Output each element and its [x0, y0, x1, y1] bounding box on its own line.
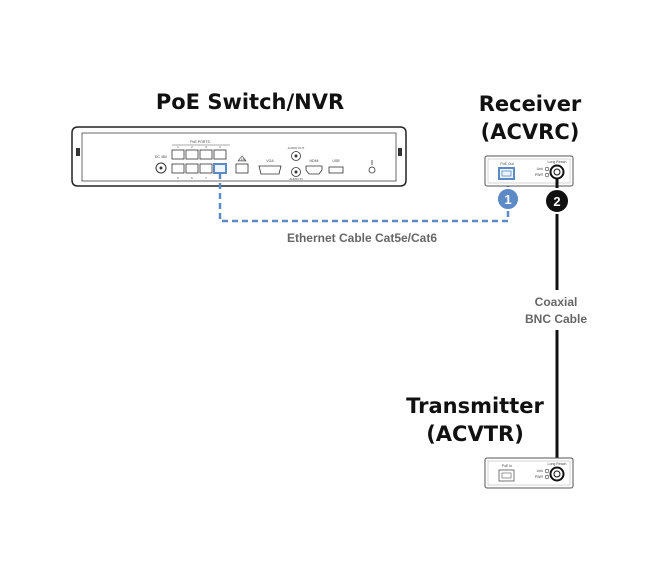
step-2-number: 2 — [553, 194, 560, 209]
step-1-badge: 1 — [496, 187, 520, 211]
port-number-6: 6 — [191, 176, 193, 180]
coaxial-cable-label-line1: Coaxial — [534, 295, 578, 309]
transmitter-pwr-led-icon — [544, 474, 550, 480]
step-1-number: 1 — [504, 192, 511, 207]
coaxial-cable-label-line2: BNC Cable — [524, 312, 587, 326]
receiver-long-reach-label: Long Reach — [548, 160, 567, 164]
receiver-port-label: PoE Out — [500, 162, 513, 166]
poe-port-3[interactable] — [199, 149, 213, 160]
port-number-1: 1 — [177, 145, 179, 149]
hdmi-label: HDMI — [310, 159, 319, 163]
power-label: DC 48V — [155, 155, 168, 159]
receiver-title-line2: (ACVRC) — [480, 120, 580, 144]
receiver-title-line1: Receiver — [478, 92, 582, 116]
vga-port[interactable] — [258, 165, 282, 175]
transmitter-bnc-port[interactable] — [549, 466, 565, 482]
receiver-poe-out-port[interactable] — [498, 167, 515, 180]
poe-ports-label: PoE PORTS — [190, 140, 210, 144]
port-number-4: 4 — [219, 145, 221, 149]
port-number-3: 3 — [205, 145, 207, 149]
transmitter-long-reach-label: Long Reach — [548, 462, 567, 466]
usb-port[interactable] — [328, 166, 344, 174]
poe-port-2[interactable] — [185, 149, 199, 160]
receiver-device: PoE Out Link PWR Long Reach — [484, 155, 574, 187]
poe-port-8-connected[interactable] — [213, 163, 227, 174]
receiver-pwr-label: PWR — [535, 173, 544, 177]
transmitter-pwr-label: PWR — [535, 475, 544, 479]
transmitter-poe-in-port[interactable] — [498, 469, 515, 482]
transmitter-port-label: PoE In — [502, 464, 513, 468]
ethernet-cable-label: Ethernet Cable Cat5e/Cat6 — [286, 231, 438, 245]
poe-ports — [171, 149, 227, 174]
receiver-link-led-icon — [544, 166, 550, 172]
audio-out-label: AUDIO OUT — [288, 146, 305, 150]
lan-port[interactable] — [235, 163, 249, 174]
receiver-pwr-led-icon — [544, 172, 550, 178]
poe-port-4[interactable] — [213, 149, 227, 160]
power-jack-icon — [155, 162, 167, 174]
hdmi-port[interactable] — [305, 165, 323, 175]
port-number-2: 2 — [191, 145, 193, 149]
poe-port-5[interactable] — [171, 163, 185, 174]
transmitter-device: PoE In Link PWR Long Reach — [484, 457, 574, 489]
nvr-title: PoE Switch/NVR — [155, 90, 345, 114]
port-number-5: 5 — [177, 176, 179, 180]
poe-port-1[interactable] — [171, 149, 185, 160]
transmitter-link-led-icon — [544, 468, 550, 474]
vga-label: VGA — [266, 159, 274, 163]
audio-in-label: AUDIO IN — [289, 177, 302, 181]
nvr-device: DC 48V PoE PORTS 1 2 3 4 5 6 7 8 LAN VGA — [71, 126, 407, 187]
transmitter-title-line1: Transmitter — [406, 394, 544, 418]
receiver-bnc-port[interactable] — [549, 164, 565, 180]
receiver-link-label: Link — [537, 167, 544, 171]
transmitter-link-label: Link — [537, 469, 544, 473]
usb-label: USB — [332, 159, 340, 163]
step-2-badge: 2 — [544, 188, 570, 214]
poe-port-6[interactable] — [185, 163, 199, 174]
network-icon — [237, 155, 247, 162]
lan-label: LAN — [239, 158, 246, 162]
poe-port-7[interactable] — [199, 163, 213, 174]
transmitter-title-line2: (ACVTR) — [426, 422, 524, 446]
ground-screw-icon — [368, 166, 376, 174]
port-number-7: 7 — [205, 176, 207, 180]
